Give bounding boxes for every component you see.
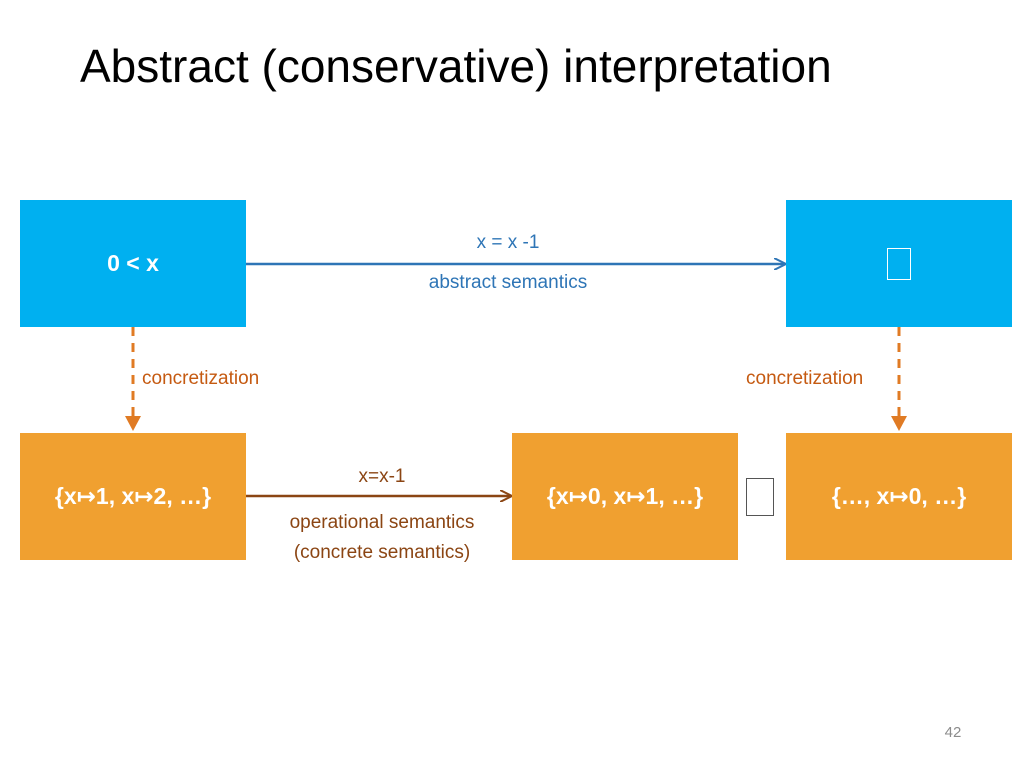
concrete-postcondition-box: {x↦0, x↦1, …} — [512, 433, 738, 560]
concretization-arrowhead-left — [125, 416, 141, 431]
concretization-label-right: concretization — [746, 368, 864, 389]
concretized-postcondition-text: {…, x↦0, …} — [831, 483, 967, 509]
abstract-postcondition-box — [786, 200, 1012, 327]
concretization-label-left: concretization — [142, 368, 260, 389]
concrete-postcondition-text: {x↦0, x↦1, …} — [546, 483, 704, 509]
concretization-arrowhead-right — [891, 416, 907, 431]
abstract-semantics-label: abstract semantics — [428, 272, 588, 293]
operational-semantics-line: operational semantics — [289, 512, 475, 533]
abstract-precondition-text: 0 < x — [107, 250, 159, 276]
abstract-precondition-box: 0 < x — [20, 200, 246, 327]
concrete-precondition-box: {x↦1, x↦2, …} — [20, 433, 246, 560]
concretized-postcondition-box: {…, x↦0, …} — [786, 433, 1012, 560]
operational-semantics-label: operational semantics (concrete semantic… — [262, 508, 502, 568]
subset-relation-icon — [746, 478, 774, 516]
missing-glyph-icon — [887, 247, 911, 280]
page-number: 42 — [944, 724, 962, 741]
slide-title: Abstract (conservative) interpretation — [80, 40, 832, 92]
concrete-semantics-line: (concrete semantics) — [293, 542, 471, 563]
concrete-statement-label: x=x-1 — [358, 466, 406, 487]
abstract-statement-label: x = x -1 — [476, 232, 540, 253]
concrete-precondition-text: {x↦1, x↦2, …} — [54, 483, 212, 509]
